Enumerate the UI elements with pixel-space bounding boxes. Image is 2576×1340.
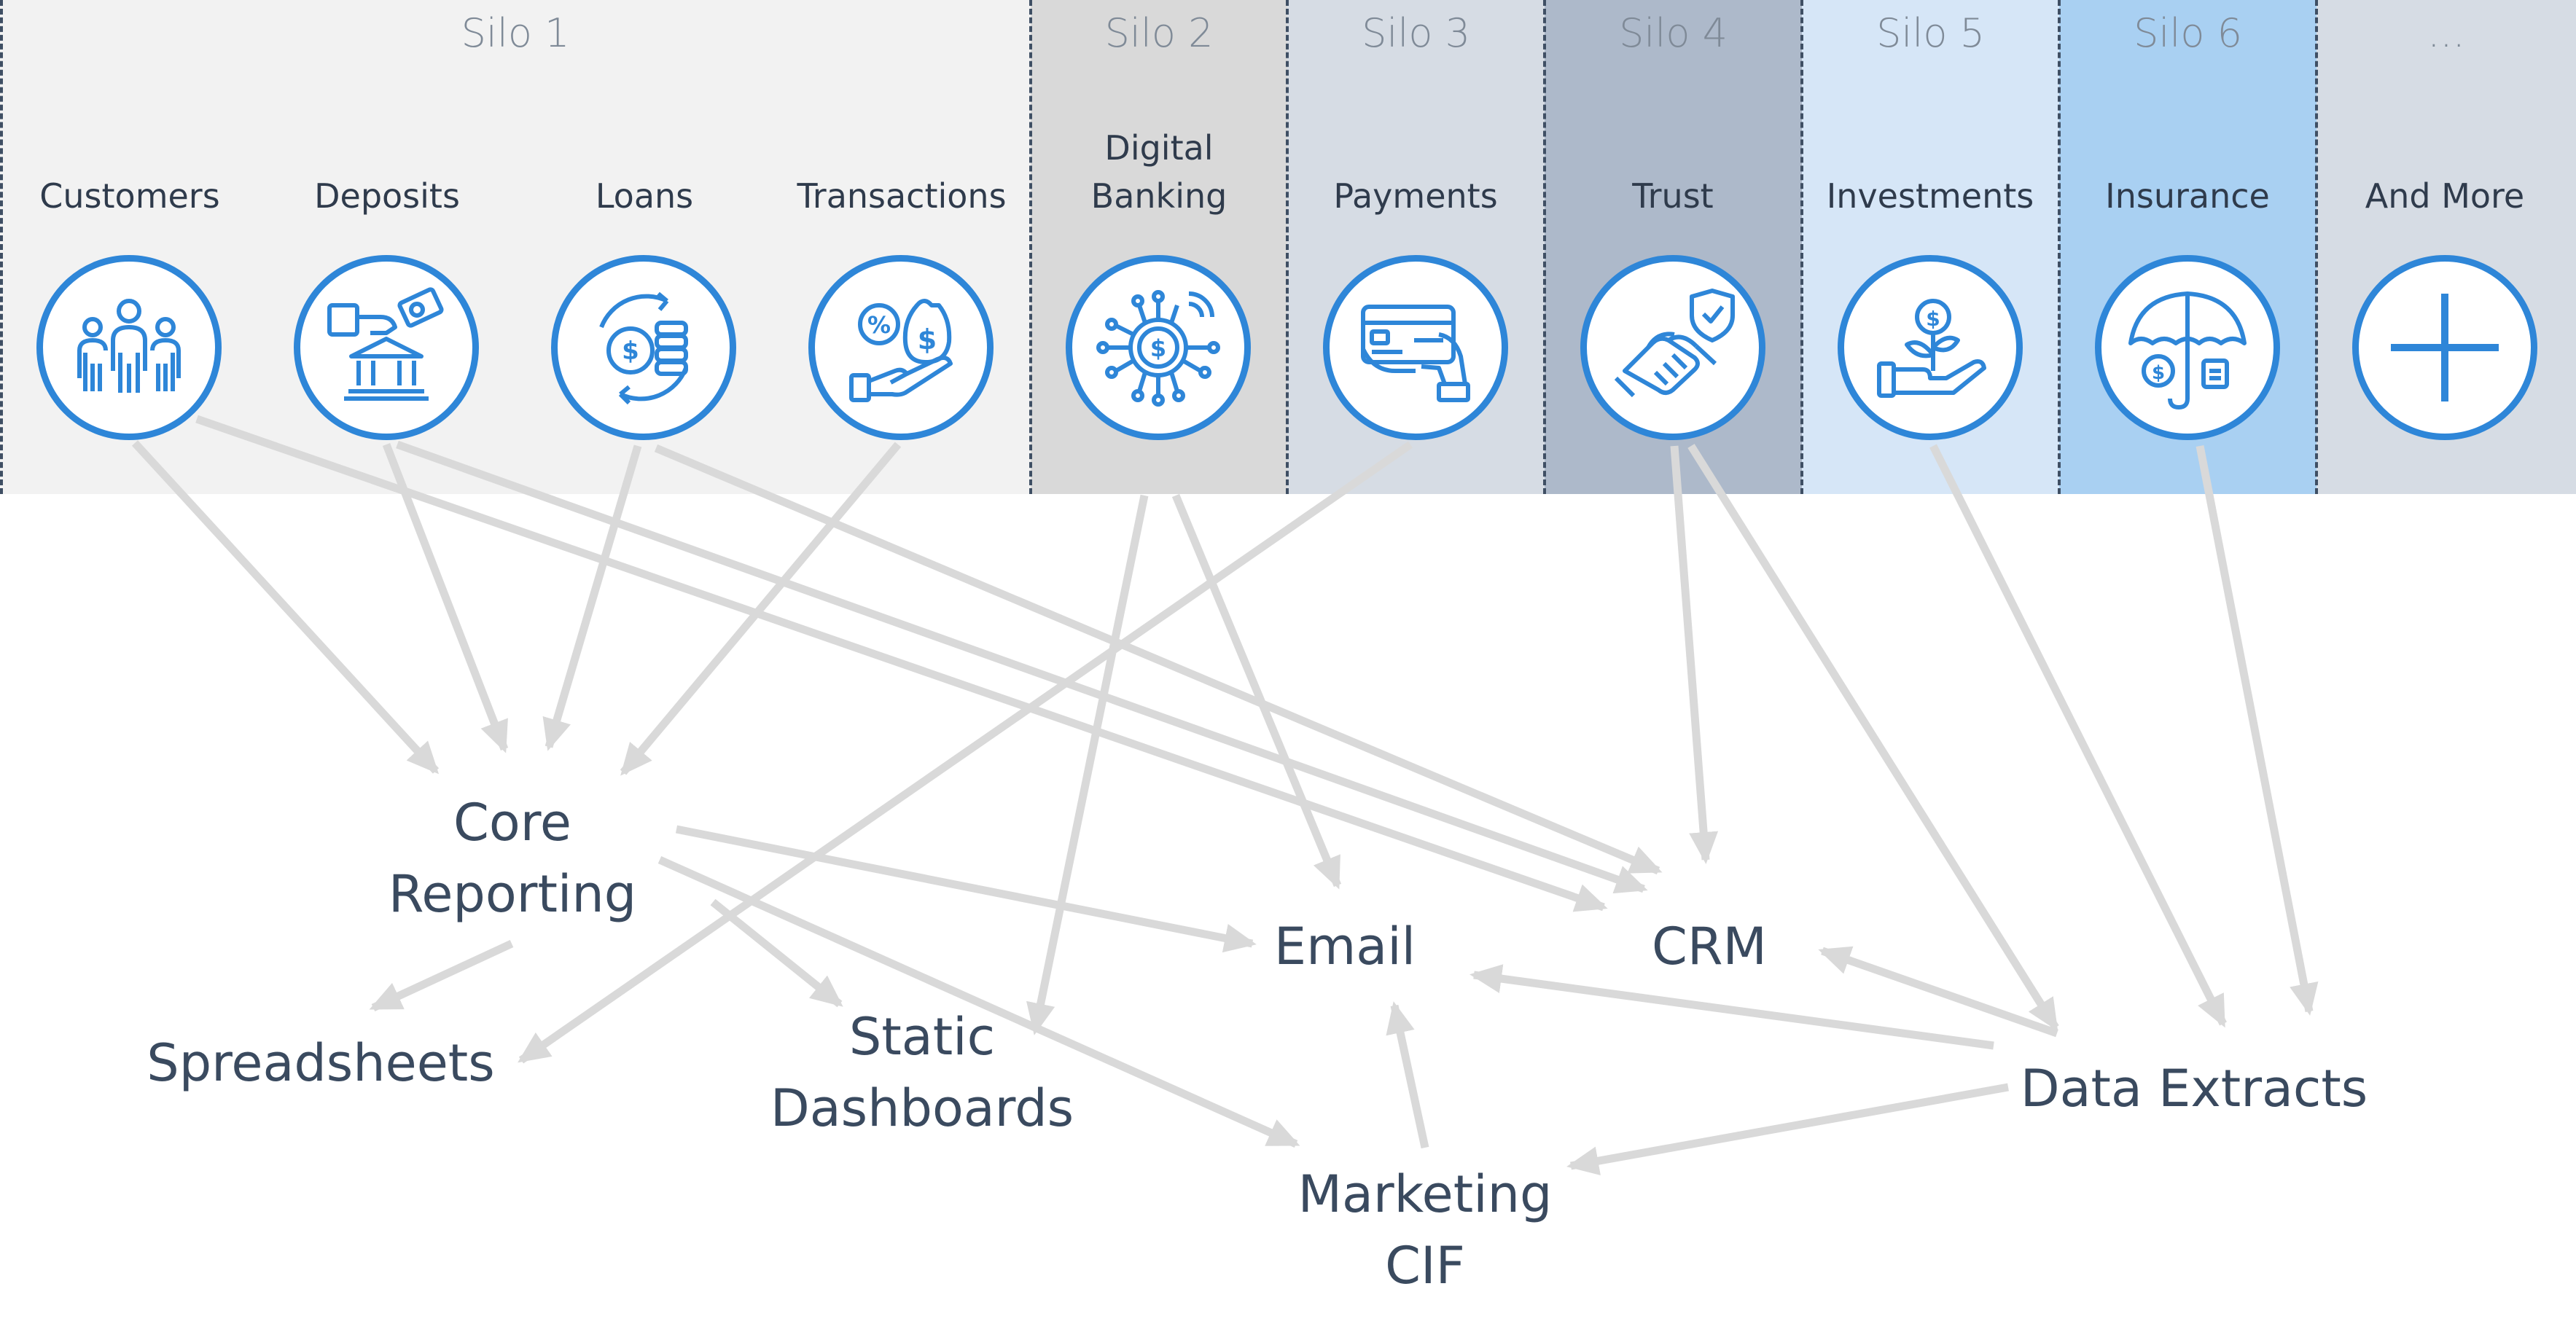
arrow-core-reporting-to-spreadsheets xyxy=(369,940,514,1011)
silo-divider xyxy=(1029,0,1032,494)
silo-title: Silo 6 xyxy=(2134,10,2242,56)
arrow-digital-banking-to-email xyxy=(1171,493,1342,890)
node-static-dashboards: Static Dashboards xyxy=(770,1007,1074,1138)
arrow-loans-to-crm xyxy=(654,444,1663,875)
category-label-insurance: Insurance xyxy=(2105,176,2270,216)
silo-divider xyxy=(2058,0,2061,494)
category-label-customers: Customers xyxy=(39,176,220,216)
arrow-core-reporting-to-email xyxy=(675,825,1257,953)
silo-divider xyxy=(1800,0,1803,494)
arrow-data-extracts-to-marketing-cif xyxy=(1566,1083,2009,1175)
silo-title: Silo 1 xyxy=(461,10,570,56)
silo-divider xyxy=(1543,0,1546,494)
arrow-trust-to-crm xyxy=(1670,445,1719,864)
category-label-and-more: And More xyxy=(2365,176,2525,216)
arrow-investments-to-data-extracts xyxy=(1929,444,2227,1028)
hand-money-icon: % $ xyxy=(808,255,994,440)
arrow-data-extracts-to-email xyxy=(1470,964,1994,1050)
category-label-payments: Payments xyxy=(1333,176,1498,216)
category-label-trust: Trust xyxy=(1632,176,1714,216)
arrow-core-reporting-to-static-dashboards xyxy=(710,898,843,1008)
plus-icon xyxy=(2352,255,2537,440)
category-label-transactions: Transactions xyxy=(797,176,1007,216)
silo-divider xyxy=(1286,0,1289,494)
node-marketing-cif: Marketing CIF xyxy=(1297,1164,1553,1296)
node-data-extracts: Data Extracts xyxy=(2020,1059,2368,1118)
node-spreadsheets: Spreadsheets xyxy=(147,1033,495,1093)
arrow-marketing-cif-to-email xyxy=(1386,1001,1429,1149)
credit-card-icon xyxy=(1323,255,1508,440)
umbrella-icon: $ xyxy=(2095,255,2280,440)
svg-text:%: % xyxy=(867,311,891,339)
digital-dollar-icon: $ xyxy=(1066,255,1251,440)
svg-text:$: $ xyxy=(2152,362,2165,384)
silo-divider xyxy=(2315,0,2318,494)
svg-text:$: $ xyxy=(1150,334,1166,362)
handshake-shield-icon xyxy=(1580,255,1765,440)
people-icon xyxy=(36,255,222,440)
bank-deposit-icon xyxy=(294,255,479,440)
silo-title: ... xyxy=(2427,10,2465,56)
silo-divider xyxy=(0,0,3,494)
silo-band-5: Silo 5 xyxy=(1802,0,2059,494)
category-label-digital-banking: Digital Banking xyxy=(1090,128,1227,216)
arrow-insurance-to-data-extracts xyxy=(2196,444,2319,1016)
arrow-data-extracts-to-crm xyxy=(1818,946,2058,1038)
node-crm: CRM xyxy=(1652,917,1767,976)
svg-text:$: $ xyxy=(622,337,639,366)
category-label-loans: Loans xyxy=(595,176,694,216)
category-label-investments: Investments xyxy=(1826,176,2034,216)
silo-title: Silo 2 xyxy=(1104,10,1214,56)
svg-text:$: $ xyxy=(918,324,937,356)
silo-title: Silo 4 xyxy=(1619,10,1728,56)
silo-title: Silo 3 xyxy=(1362,10,1470,56)
plant-dollar-icon: $ xyxy=(1838,255,2023,440)
node-core-reporting: Core Reporting xyxy=(388,793,637,924)
category-label-deposits: Deposits xyxy=(314,176,460,216)
coins-cycle-icon: $ xyxy=(551,255,736,440)
silo-title: Silo 5 xyxy=(1876,10,1985,56)
node-email: Email xyxy=(1273,917,1416,976)
arrow-digital-banking-to-static-dashboards xyxy=(1026,494,1149,1035)
svg-text:$: $ xyxy=(1926,307,1940,331)
